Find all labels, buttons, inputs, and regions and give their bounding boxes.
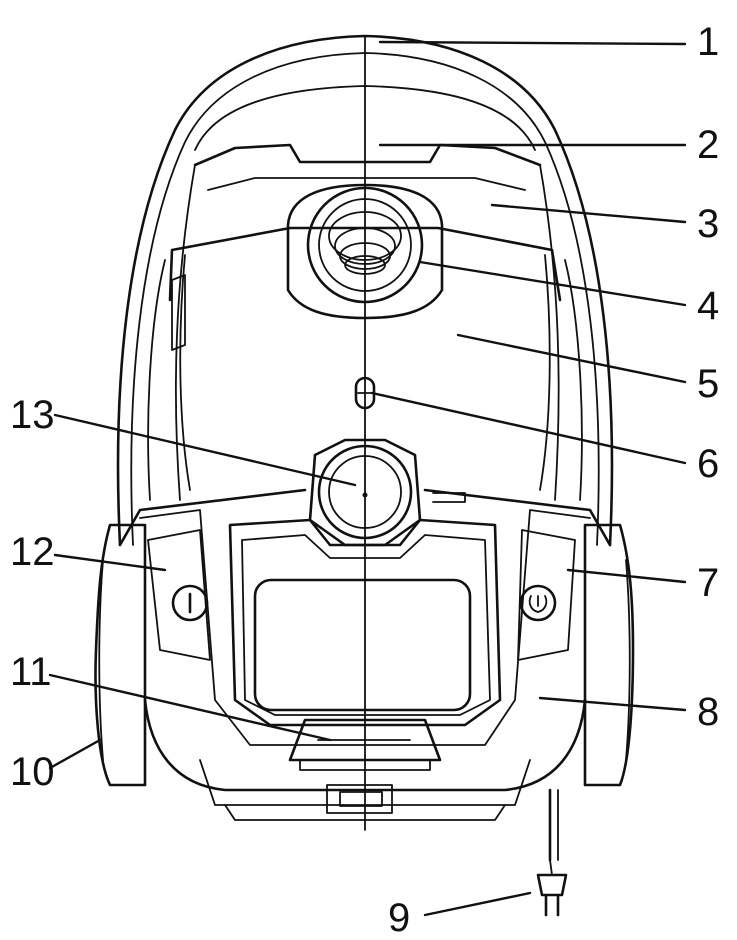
cord-rewind-button — [517, 529, 576, 661]
front-panel — [118, 488, 612, 746]
body-sides — [147, 259, 583, 501]
callout-1: 1 — [697, 20, 720, 64]
callout-4: 4 — [697, 284, 720, 328]
callout-12: 12 — [10, 530, 55, 574]
leader-lines — [48, 40, 687, 917]
callout-8: 8 — [697, 690, 720, 734]
callout-5: 5 — [697, 362, 720, 406]
callout-11: 11 — [10, 650, 52, 694]
callout-9: 9 — [388, 896, 411, 940]
callout-13: 13 — [10, 393, 55, 437]
callout-10: 10 — [10, 750, 55, 794]
callout-6: 6 — [697, 442, 720, 486]
right-wheel — [583, 523, 635, 787]
power-button — [147, 529, 211, 661]
exhaust-grille — [253, 578, 472, 712]
callout-3: 3 — [697, 202, 720, 246]
power-cord — [536, 788, 568, 917]
callout-7: 7 — [697, 561, 720, 605]
callout-2: 2 — [697, 123, 720, 167]
left-wheel — [94, 523, 147, 787]
